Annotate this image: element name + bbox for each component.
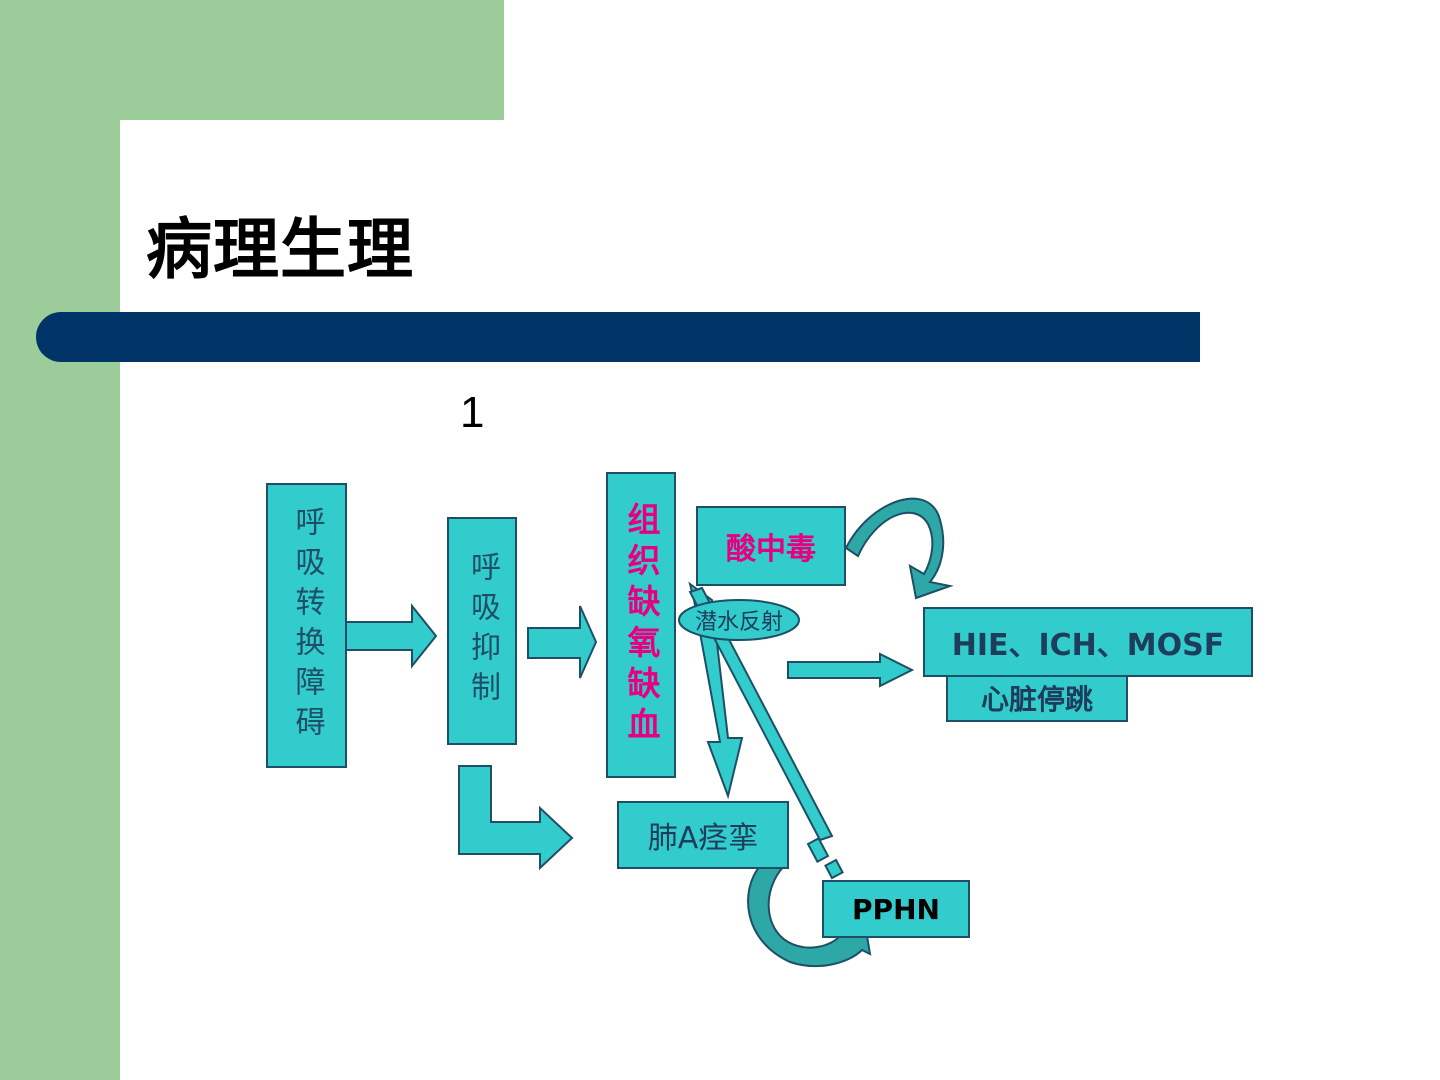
node-hie-ich-mosf: HIE、ICH、MOSF — [923, 607, 1253, 677]
node-acidosis-label: 酸中毒 — [726, 532, 816, 567]
curved-arrow-acidosis-to-hie — [844, 497, 954, 600]
sidebar-green-band — [0, 0, 120, 1080]
node-respiratory-depression-label: 呼吸抑制 — [465, 551, 500, 711]
node-acidosis: 酸中毒 — [696, 506, 846, 586]
node-respiratory-transition-label: 呼吸转换障碍 — [289, 505, 325, 746]
curved-arrow-pulmonary-to-pphn — [747, 865, 872, 967]
node-pphn: PPHN — [822, 880, 970, 938]
node-respiratory-transition: 呼吸转换障碍 — [266, 483, 347, 768]
node-pulmonary-spasm-label: 肺A痉挛 — [647, 821, 759, 856]
top-green-band — [0, 0, 504, 120]
node-diving-reflex-label: 潜水反射 — [694, 610, 783, 635]
arrow-hypoxia-to-hie — [787, 652, 915, 688]
diving-reflex-ellipse — [678, 599, 800, 641]
slide-title: 病理生理 — [146, 211, 414, 288]
node-tissue-hypoxia: 组织缺氧缺血 — [606, 472, 676, 778]
dash-segment — [806, 837, 830, 863]
dash-segment — [824, 858, 844, 880]
node-cardiac-arrest: 心脏停跳 — [946, 674, 1128, 722]
arrow-transition-to-depression — [345, 603, 438, 669]
node-respiratory-depression: 呼吸抑制 — [447, 517, 517, 745]
node-pulmonary-spasm: 肺A痉挛 — [617, 801, 789, 869]
title-underline-bar — [36, 312, 1200, 362]
node-tissue-hypoxia-label: 组织缺氧缺血 — [622, 502, 661, 748]
node-hie-ich-mosf-label: HIE、ICH、MOSF — [951, 628, 1225, 663]
line-reflex-to-pphn — [688, 586, 834, 842]
node-pphn-label: PPHN — [852, 892, 940, 926]
slide-number: 1 — [460, 388, 485, 437]
node-cardiac-arrest-label: 心脏停跳 — [980, 683, 1093, 716]
arrow-depression-to-pulmonary — [458, 765, 574, 871]
arrow-depression-to-hypoxia — [527, 605, 598, 679]
